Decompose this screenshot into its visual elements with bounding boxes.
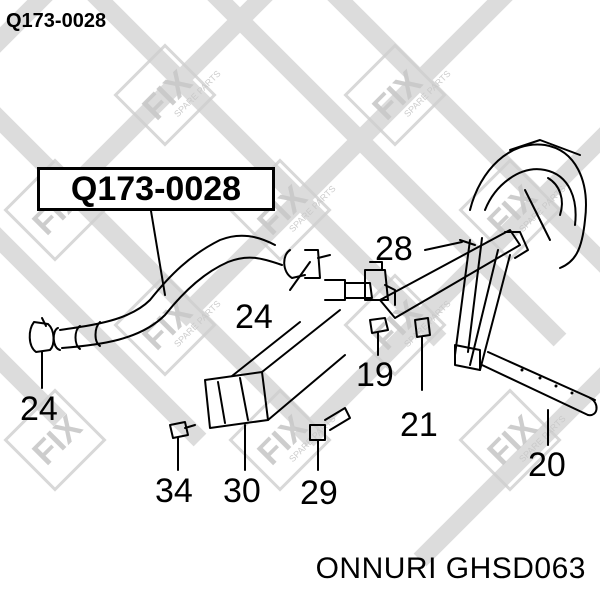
callout-34: 34 [155, 472, 193, 510]
callout-20: 20 [528, 446, 566, 484]
part-number-title: Q173-0028 [6, 10, 107, 32]
callout-24-right: 24 [235, 298, 273, 336]
callout-21: 21 [400, 406, 438, 444]
callout-30: 30 [223, 472, 261, 510]
callout-28: 28 [375, 230, 413, 268]
callout-29: 29 [300, 474, 338, 512]
callout-24-left: 24 [20, 390, 58, 428]
part-number-box: Q173-0028 [37, 167, 275, 211]
callout-19: 19 [356, 356, 394, 394]
brand-code: ONNURI GHSD063 [315, 552, 586, 585]
